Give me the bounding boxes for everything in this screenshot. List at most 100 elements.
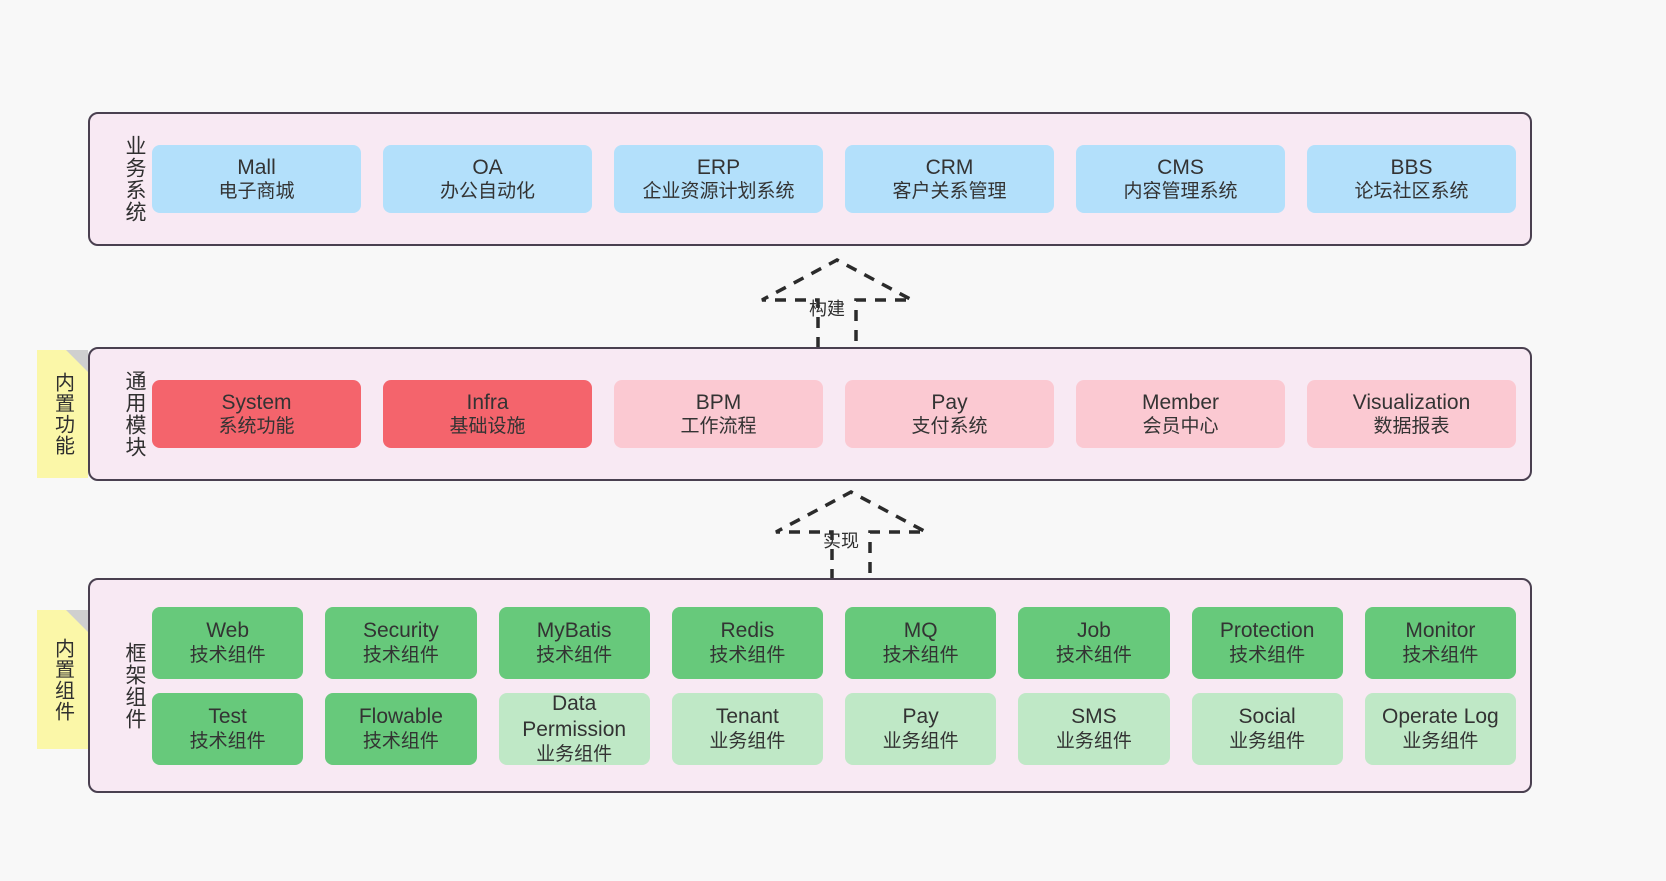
node-subtitle: 技术组件 <box>1402 644 1479 666</box>
node-crm[interactable]: CRM 客户关系管理 <box>845 145 1054 213</box>
node-system[interactable]: System 系统功能 <box>152 380 361 448</box>
node-title: Pay <box>902 705 939 729</box>
node-cms[interactable]: CMS 内容管理系统 <box>1076 145 1285 213</box>
node-title: MyBatis <box>536 619 612 643</box>
node-title: OA <box>472 155 503 179</box>
node-row: System 系统功能 Infra 基础设施 BPM 工作流程 Pay 支付系统… <box>152 380 1516 448</box>
node-title: SMS <box>1071 705 1117 729</box>
node-subtitle: 基础设施 <box>449 416 526 438</box>
layer-title: 通用模块 <box>123 370 146 458</box>
node-subtitle: 业务组件 <box>1402 730 1479 752</box>
node-visualization[interactable]: Visualization 数据报表 <box>1307 380 1516 448</box>
node-subtitle: 技术组件 <box>362 644 439 666</box>
folded-corner-icon <box>66 610 88 632</box>
node-protection[interactable]: Protection 技术组件 <box>1191 606 1343 679</box>
node-monitor[interactable]: Monitor 技术组件 <box>1364 606 1516 679</box>
node-title: Protection <box>1219 619 1315 643</box>
node-title: Flowable <box>358 705 443 729</box>
node-subtitle: 业务组件 <box>1055 730 1132 752</box>
layer-body: Mall 电子商城 OA 办公自动化 ERP 企业资源计划系统 CRM 客户关系… <box>152 145 1530 213</box>
sticky-note-label: 内置组件 <box>51 637 74 722</box>
node-pay-business[interactable]: Pay 业务组件 <box>845 692 997 765</box>
node-title: System <box>221 390 292 414</box>
connector-label: 实现 <box>823 531 859 551</box>
node-pay[interactable]: Pay 支付系统 <box>845 380 1054 448</box>
node-mall[interactable]: Mall 电子商城 <box>152 145 361 213</box>
node-flowable[interactable]: Flowable 技术组件 <box>325 692 477 765</box>
node-subtitle: 电子商城 <box>218 181 295 203</box>
node-title: Infra <box>466 390 509 414</box>
node-redis[interactable]: Redis 技术组件 <box>671 606 823 679</box>
connector-label: 构建 <box>809 299 845 319</box>
node-subtitle: 企业资源计划系统 <box>642 181 795 203</box>
node-subtitle: 支付系统 <box>911 416 988 438</box>
node-subtitle: 技术组件 <box>189 730 266 752</box>
node-subtitle: 技术组件 <box>1229 644 1306 666</box>
node-web[interactable]: Web 技术组件 <box>152 606 304 679</box>
node-subtitle: 业务组件 <box>536 743 613 765</box>
node-mybatis[interactable]: MyBatis 技术组件 <box>498 606 650 679</box>
node-subtitle: 技术组件 <box>536 644 613 666</box>
node-bpm[interactable]: BPM 工作流程 <box>614 380 823 448</box>
connector-implement: 实现 <box>766 490 936 582</box>
node-subtitle: 系统功能 <box>218 416 295 438</box>
node-subtitle: 业务组件 <box>1229 730 1306 752</box>
layer-common-module: 通用模块 System 系统功能 Infra 基础设施 BPM 工作流程 Pay… <box>88 347 1532 481</box>
node-infra[interactable]: Infra 基础设施 <box>383 380 592 448</box>
layer-title: 业务系统 <box>123 135 146 223</box>
node-bbs[interactable]: BBS 论坛社区系统 <box>1307 145 1516 213</box>
layer-business-system: 业务系统 Mall 电子商城 OA 办公自动化 ERP 企业资源计划系统 CRM… <box>88 112 1532 246</box>
node-title: Data Permission <box>522 692 627 741</box>
node-subtitle: 技术组件 <box>882 644 959 666</box>
node-subtitle: 办公自动化 <box>439 181 535 203</box>
node-oa[interactable]: OA 办公自动化 <box>383 145 592 213</box>
layer-framework-component: 框架组件 Web 技术组件 Security 技术组件 MyBatis 技术组件… <box>88 578 1532 793</box>
node-subtitle: 技术组件 <box>362 730 439 752</box>
node-subtitle: 客户关系管理 <box>892 181 1007 203</box>
node-title: Security <box>362 619 439 643</box>
node-subtitle: 论坛社区系统 <box>1354 181 1469 203</box>
node-title: Redis <box>720 619 775 643</box>
node-erp[interactable]: ERP 企业资源计划系统 <box>614 145 823 213</box>
node-title: CRM <box>925 155 974 179</box>
node-subtitle: 技术组件 <box>1055 644 1132 666</box>
node-subtitle: 工作流程 <box>680 416 757 438</box>
node-title: Web <box>206 619 250 643</box>
node-title: Test <box>208 705 247 729</box>
node-row: Web 技术组件 Security 技术组件 MyBatis 技术组件 Redi… <box>152 606 1516 679</box>
node-tenant[interactable]: Tenant 业务组件 <box>671 692 823 765</box>
node-title: BPM <box>695 390 742 414</box>
sticky-note-builtin-component: 内置组件 <box>37 610 88 749</box>
node-social[interactable]: Social 业务组件 <box>1191 692 1343 765</box>
node-subtitle: 业务组件 <box>882 730 959 752</box>
node-data-permission[interactable]: Data Permission 业务组件 <box>498 692 650 765</box>
node-title: ERP <box>696 155 741 179</box>
folded-corner-icon <box>66 350 88 372</box>
node-title: Tenant <box>715 705 779 729</box>
sticky-note-builtin-feature: 内置功能 <box>37 350 88 478</box>
node-title: Pay <box>931 390 968 414</box>
node-title: Member <box>1141 390 1220 414</box>
dashed-hollow-arrow-up-icon <box>775 490 927 580</box>
node-test[interactable]: Test 技术组件 <box>152 692 304 765</box>
node-title: Mall <box>237 155 276 179</box>
node-title: BBS <box>1390 155 1433 179</box>
node-sms[interactable]: SMS 业务组件 <box>1018 692 1170 765</box>
node-mq[interactable]: MQ 技术组件 <box>845 606 997 679</box>
node-title: CMS <box>1157 155 1204 179</box>
node-subtitle: 技术组件 <box>189 644 266 666</box>
node-row: Test 技术组件 Flowable 技术组件 Data Permission … <box>152 692 1516 765</box>
node-member[interactable]: Member 会员中心 <box>1076 380 1285 448</box>
node-job[interactable]: Job 技术组件 <box>1018 606 1170 679</box>
node-subtitle: 会员中心 <box>1142 416 1219 438</box>
node-title: Operate Log <box>1381 705 1499 729</box>
node-title: Job <box>1076 619 1111 643</box>
node-operate-log[interactable]: Operate Log 业务组件 <box>1364 692 1516 765</box>
node-title: Visualization <box>1352 390 1471 414</box>
layer-body: Web 技术组件 Security 技术组件 MyBatis 技术组件 Redi… <box>152 606 1530 765</box>
node-security[interactable]: Security 技术组件 <box>325 606 477 679</box>
sticky-note-label: 内置功能 <box>51 372 74 456</box>
layer-title: 框架组件 <box>123 641 146 730</box>
node-subtitle: 数据报表 <box>1373 416 1450 438</box>
